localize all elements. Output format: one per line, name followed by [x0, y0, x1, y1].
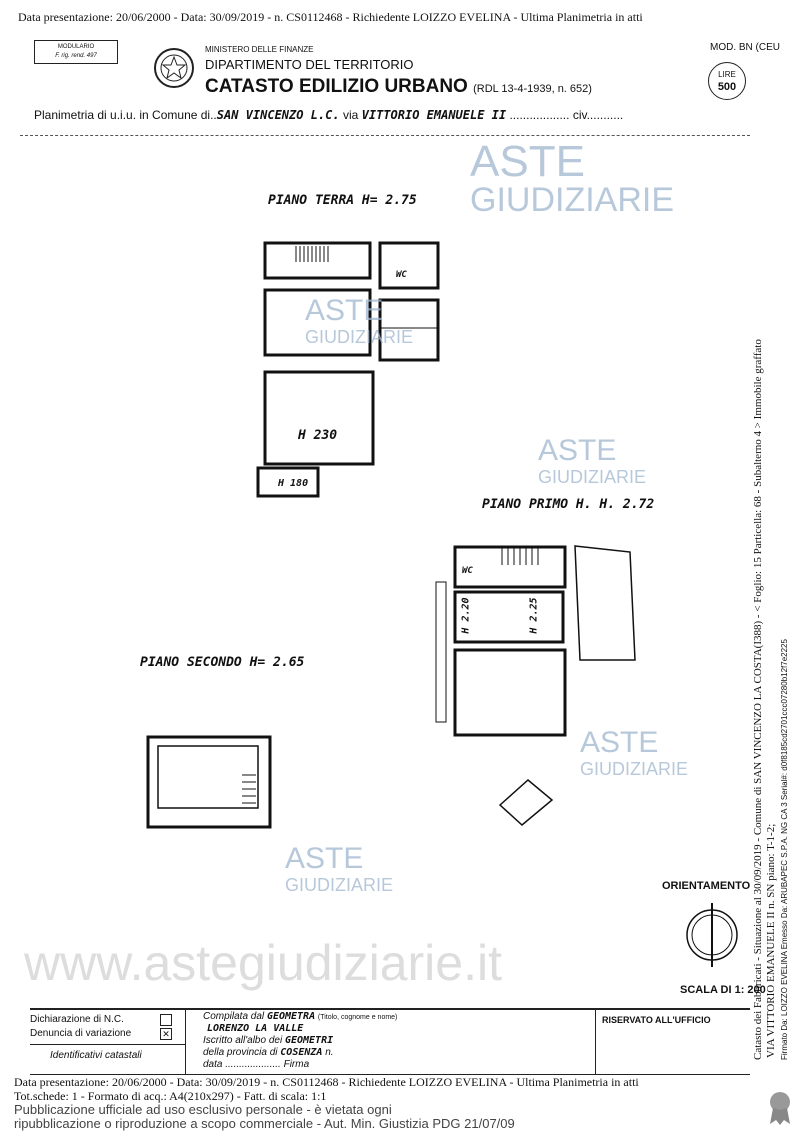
- side-line2: VIA VITTORIO EMANUELE II n. SN piano: T-…: [765, 823, 777, 1058]
- dichiarazione-checkbox: [160, 1014, 172, 1026]
- surveyor-column: Compilata dal GEOMETRA (Titolo, cognome …: [195, 1010, 596, 1074]
- title-text: CATASTO EDILIZIO URBANO: [205, 76, 468, 97]
- ministry-label: MINISTERO DELLE FINANZE: [205, 45, 314, 54]
- provincia-label: della provincia di: [203, 1047, 278, 1058]
- side-line1: Catasto dei Fabbricati - Situazione al 3…: [752, 339, 764, 1060]
- piano-secondo-plan: [146, 735, 272, 829]
- iscritto-value: GEOMETRI: [284, 1035, 334, 1046]
- iscritto-line: Iscritto all'albo dei GEOMETRI: [203, 1035, 333, 1047]
- plan-prefix: Planimetria di u.i.u. in Comune di: [34, 108, 211, 122]
- height-label: H 2.20: [460, 597, 472, 634]
- orientamento-label: ORIENTAMENTO: [662, 880, 751, 892]
- floor-plans: [146, 241, 738, 967]
- height-label: H 2.25: [528, 597, 540, 634]
- presentation-line: Data presentazione: 20/06/2000 - Data: 3…: [18, 10, 643, 24]
- provincia-line: della provincia di COSENZA n.: [203, 1047, 334, 1059]
- titolo-hint: (Titolo, cognome e nome): [317, 1014, 398, 1021]
- scale-label: SCALA DI 1: 200: [680, 984, 766, 996]
- surveyor-name: LORENZO LA VALLE: [207, 1023, 304, 1034]
- watermark-aste-text: ASTE: [580, 726, 659, 759]
- title-reference: (RDL 13-4-1939, n. 652): [473, 83, 592, 95]
- piano-terra-label: PIANO TERRA H= 2.75: [268, 193, 417, 208]
- lire-label: LIRE: [718, 70, 736, 79]
- watermark-aste-text: ASTE: [285, 842, 364, 875]
- watermark-giudiziarie-text: GIUDIZIARIE: [580, 759, 689, 779]
- website-watermark: www.astegiudiziarie.it: [24, 935, 502, 991]
- height-label: H 180: [278, 478, 309, 489]
- n-label: n.: [325, 1047, 334, 1058]
- side-registry-text: Catasto dei Fabbricati - Situazione al 3…: [752, 140, 791, 1060]
- riservato-label: RISERVATO ALL'UFFICIO: [602, 1015, 711, 1025]
- republic-emblem-icon: [154, 48, 194, 88]
- dichiarazione-label: Dichiarazione di N.C.: [30, 1014, 124, 1025]
- data-label: data: [203, 1059, 223, 1070]
- iscritto-label: Iscritto all'albo dei: [203, 1035, 283, 1046]
- watermark-aste-text: ASTE: [305, 294, 384, 327]
- divider: [30, 1044, 185, 1045]
- height-label: H 230: [298, 428, 338, 443]
- footer-info: Data presentazione: 20/06/2000 - Data: 3…: [14, 1075, 754, 1131]
- watermark-giudiziarie-text: GIUDIZIARIE: [285, 875, 394, 895]
- piano-primo-plan: [435, 545, 636, 826]
- drawing-frame: [20, 135, 750, 1008]
- comune-value: SAN VINCENZO L.C.: [216, 108, 340, 122]
- civ-label: civ.: [572, 108, 590, 122]
- modulario-label: MODULARIO: [57, 44, 95, 50]
- department-label: DIPARTIMENTO DEL TERRITORIO: [205, 57, 414, 72]
- piano-terra-plan: [256, 241, 440, 498]
- orientation-compass: [686, 903, 738, 967]
- side-line3: Firmato Da: LOIZZO EVELINA Emesso Da: AR…: [780, 639, 789, 1060]
- form-section: Dichiarazione di N.C. Denuncia di variaz…: [30, 1008, 750, 1075]
- compilata-value: GEOMETRA: [266, 1011, 316, 1022]
- watermark-giudiziarie-text: GIUDIZIARIE: [538, 467, 647, 487]
- watermark-aste-text: ASTE: [538, 434, 617, 467]
- plan-line: Planimetria di u.i.u. in Comune di..SAN …: [34, 108, 624, 122]
- watermark-giudiziarie-text: GIUDIZIARIE: [305, 327, 414, 347]
- provincia-value: COSENZA: [280, 1047, 323, 1058]
- compilata-line: Compilata dal GEOMETRA (Titolo, cognome …: [203, 1011, 397, 1024]
- piano-secondo-label: PIANO SECONDO H= 2.65: [140, 655, 305, 670]
- notice-line2: ripubblicazione o riproduzione a scopo c…: [14, 1116, 515, 1131]
- certificate-seal-icon: [770, 1092, 790, 1125]
- watermark-aste-text: ASTE: [470, 137, 585, 186]
- watermark-giudiziarie-text: GIUDIZIARIE: [470, 181, 675, 219]
- modulario-sub: F. rig. rend. 497: [55, 53, 97, 59]
- identificativi-label: Identificativi catastali: [50, 1050, 142, 1061]
- declaration-column: Dichiarazione di N.C. Denuncia di variaz…: [30, 1010, 186, 1074]
- lire-stamp: LIRE 500: [708, 62, 746, 100]
- piano-primo-label: PIANO PRIMO H. H. 2.72: [482, 497, 655, 512]
- modulario-box: MODULARIO F. rig. rend. 497: [34, 40, 118, 64]
- wc-label: WC: [396, 270, 407, 280]
- compilata-label: Compilata dal: [203, 1011, 265, 1022]
- data-firma-line: data .................... Firma: [203, 1059, 310, 1070]
- denuncia-label: Denuncia di variazione: [30, 1028, 132, 1039]
- via-label: via: [342, 108, 359, 122]
- lire-value: 500: [717, 81, 737, 93]
- mod-label: MOD. BN (CEU: [710, 42, 780, 53]
- firma-label: Firma: [283, 1059, 310, 1070]
- publication-notice: Pubblicazione ufficiale ad uso esclusivo…: [14, 1103, 754, 1131]
- notice-line1: Pubblicazione ufficiale ad uso esclusivo…: [14, 1102, 392, 1117]
- footer-line2: Tot.schede: 1 - Formato di acq.: A4(210x…: [14, 1089, 327, 1103]
- wc-label: WC: [462, 566, 473, 576]
- denuncia-checkbox: ✕: [160, 1028, 172, 1040]
- document-title: CATASTO EDILIZIO URBANO (RDL 13-4-1939, …: [205, 76, 592, 98]
- footer-line1: Data presentazione: 20/06/2000 - Data: 3…: [14, 1075, 639, 1089]
- via-value: VITTORIO EMANUELE II: [361, 108, 507, 122]
